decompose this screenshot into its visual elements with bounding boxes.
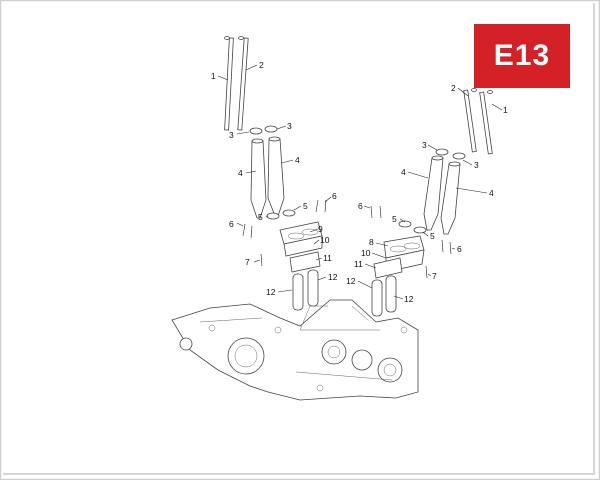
right-pushrod-tube-a	[423, 155, 444, 231]
right-oring-5a	[398, 220, 412, 228]
right-tappet-guide	[373, 257, 403, 279]
right-tappet-12a	[371, 279, 383, 317]
left-tappet-guide	[289, 251, 321, 273]
left-cylinder-assembly	[224, 36, 327, 311]
callout-7-left: 7	[245, 257, 250, 267]
right-pushrod-2	[463, 88, 477, 153]
right-screw-7	[425, 265, 428, 279]
right-pushrod-1	[479, 90, 493, 155]
crankcase	[171, 299, 419, 401]
left-screw-7	[260, 253, 263, 267]
callout-3-right-b: 3	[474, 160, 479, 170]
callout-1-left: 1	[211, 71, 216, 81]
callout-4-right-a: 4	[401, 167, 406, 177]
callout-6-right-b: 6	[457, 244, 462, 254]
callout-3-left-b: 3	[287, 121, 292, 131]
right-oring-3a	[435, 148, 449, 156]
left-pushrod-2	[237, 36, 249, 131]
callout-6-left-b: 6	[332, 191, 337, 201]
callout-5-left-b: 5	[303, 201, 308, 211]
left-pushrod-tube-b	[267, 136, 285, 217]
frame-shadow	[3, 3, 595, 475]
callout-3-right-a: 3	[422, 140, 427, 150]
left-tappet-12a	[292, 273, 304, 311]
right-screws-6	[370, 205, 452, 255]
left-oring-3a	[249, 127, 263, 135]
callout-3-left-a: 3	[229, 130, 234, 140]
left-pushrod-1	[224, 36, 234, 131]
leader-lines	[217, 64, 503, 300]
right-oring-3b	[452, 152, 466, 160]
left-screws-6	[242, 199, 327, 239]
callout-4-left-a: 4	[238, 168, 243, 178]
left-pushrod-tube-a	[250, 138, 267, 219]
callout-12-left-b: 12	[328, 272, 338, 282]
right-pushrod-tube-b	[440, 161, 461, 235]
callout-9-left: 9	[318, 224, 323, 234]
callout-4-left-b: 4	[295, 155, 300, 165]
callout-10-left: 10	[320, 235, 330, 245]
left-oring-5a	[266, 212, 280, 220]
callout-2-right: 2	[451, 83, 456, 93]
right-oring-5b	[413, 226, 427, 234]
callout-5-right-a: 5	[392, 214, 397, 224]
section-badge: E13	[474, 24, 570, 88]
callout-10-right: 10	[361, 248, 371, 258]
left-oring-3b	[264, 125, 278, 133]
callout-2-left: 2	[259, 60, 264, 70]
right-tappet-12b	[385, 275, 397, 313]
callout-6-left-a: 6	[229, 219, 234, 229]
callout-labels: 1 2 3 3 4 4 5 5 6 6 7 9 10 11 12 12 2 1 …	[211, 60, 508, 304]
callout-5-right-b: 5	[430, 231, 435, 241]
callout-5-left-a: 5	[258, 212, 263, 222]
callout-11-left: 11	[323, 253, 332, 263]
callout-7-right: 7	[432, 271, 437, 281]
callout-4-right-b: 4	[489, 188, 494, 198]
callout-1-right: 1	[503, 105, 508, 115]
callout-8-right: 8	[369, 237, 374, 247]
callout-6-right-a: 6	[358, 201, 363, 211]
left-tappet-12b	[307, 269, 319, 307]
callout-11-right: 11	[354, 259, 363, 269]
callout-12-right-b: 12	[404, 294, 414, 304]
callout-12-left-a: 12	[266, 287, 276, 297]
left-tappet-block	[279, 221, 323, 257]
right-cylinder-assembly	[370, 88, 493, 317]
callout-12-right-a: 12	[346, 276, 356, 286]
left-oring-5b	[282, 209, 296, 217]
